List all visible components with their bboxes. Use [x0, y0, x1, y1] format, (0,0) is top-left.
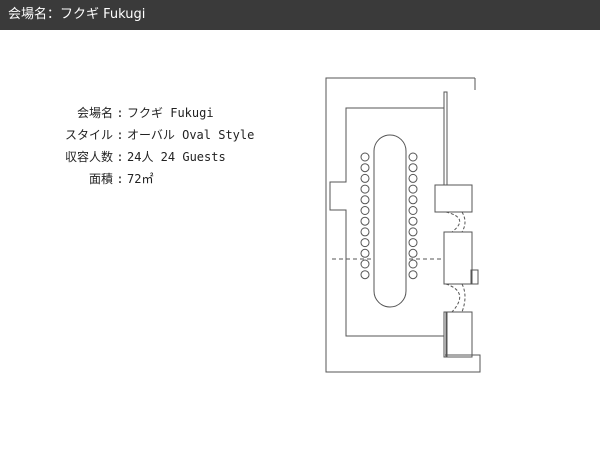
info-value: オーバル Oval Style [127, 128, 255, 142]
info-label: 会場名 [76, 106, 113, 120]
info-row-venue-name: 会場名 : フクギ Fukugi [40, 102, 254, 124]
seat-chair [408, 259, 418, 269]
seat-chair [360, 163, 370, 173]
venue-info-panel: 会場名 : フクギ Fukugi スタイル : オーバル Oval Style … [40, 102, 254, 190]
seat-chair [360, 195, 370, 205]
oval-table [373, 134, 407, 308]
info-separator: : [116, 150, 124, 164]
door-stub [470, 269, 479, 285]
info-value: フクギ Fukugi [127, 106, 214, 120]
venue-title: 会場名：フクギ Fukugi [8, 7, 146, 22]
info-value: 24人 24 Guests [127, 150, 226, 164]
seat-chair [360, 184, 370, 194]
seat-chair [408, 270, 418, 280]
seat-chair [360, 152, 370, 162]
seat-chair [408, 184, 418, 194]
door-swing-arc [445, 211, 461, 233]
seat-chair [360, 216, 370, 226]
seat-chair [408, 173, 418, 183]
seat-chair [408, 206, 418, 215]
info-separator: : [116, 172, 124, 186]
info-separator: : [116, 128, 124, 142]
door-swing-arc [445, 283, 461, 313]
seat-chair [360, 248, 370, 258]
door-swing-arc [461, 211, 466, 233]
info-separator: : [116, 106, 124, 120]
venue-title-bar: 会場名：フクギ Fukugi [0, 0, 600, 30]
seat-chair [360, 270, 370, 280]
info-label: スタイル [64, 128, 113, 142]
info-value: 72㎡ [127, 172, 154, 186]
wall-panel-top [443, 91, 448, 186]
inner-wall [329, 107, 444, 337]
seat-chair [360, 227, 370, 237]
seat-chair [408, 216, 418, 226]
seat-chair [408, 248, 418, 258]
seat-chair [360, 259, 370, 269]
info-row-style: スタイル : オーバル Oval Style [40, 124, 254, 146]
seat-chair [408, 238, 418, 248]
seat-chair [408, 227, 418, 237]
seat-chair [360, 206, 370, 215]
door-block-middle [443, 231, 473, 285]
info-row-area: 面積 : 72㎡ [40, 168, 254, 190]
info-label: 面積 [88, 172, 113, 186]
door-block-lower [445, 311, 473, 358]
info-label: 収容人数 [64, 150, 113, 164]
outer-wall [325, 77, 481, 373]
door-opening-upper [434, 184, 473, 213]
seat-chair [408, 163, 418, 173]
seat-chair [360, 173, 370, 183]
seat-chair [408, 152, 418, 162]
info-row-capacity: 収容人数 : 24人 24 Guests [40, 146, 254, 168]
seat-chair [408, 195, 418, 205]
door-swing-arc [461, 283, 466, 313]
seat-chair [360, 238, 370, 248]
